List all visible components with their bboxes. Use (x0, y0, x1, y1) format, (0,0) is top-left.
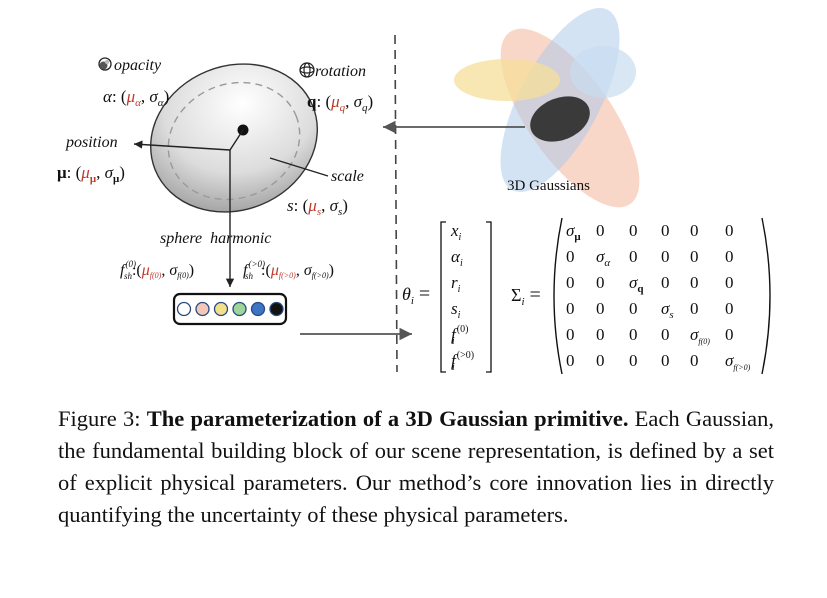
theta-entries: xi αi ri si f(0)i f(>0)i (450, 221, 474, 373)
sigma-cell-0-0: σμ (566, 221, 581, 243)
s-param: s: (μs, σs) (287, 196, 348, 218)
sh-swatch-0 (176, 301, 192, 317)
sigma-cell-4-1: 0 (596, 325, 605, 344)
rotation-label: rotation (315, 63, 366, 80)
theta-entry-5: f(>0)i (451, 350, 474, 373)
caption-label: Figure 3: (58, 406, 147, 431)
scale-group: scale s: (μs, σs) (287, 168, 364, 218)
opacity-label: opacity (114, 57, 162, 74)
sh-swatch-1 (195, 301, 210, 317)
sigma-cell-5-1: 0 (596, 351, 605, 370)
mu-param: μ: (μμ, σμ) (57, 163, 125, 185)
figure-caption: Figure 3: The parameterization of a 3D G… (58, 403, 774, 531)
sigma-cell-2-1: 0 (596, 273, 605, 292)
figure-svg: 3D Gaussians opacity α: (μα, σα) rotat (57, 8, 771, 375)
sh-swatch-3 (232, 301, 247, 317)
sigma-cell-1-1: σα (596, 247, 610, 269)
gaussian-dark (530, 96, 590, 142)
sigma-cell-1-0: 0 (566, 247, 575, 266)
theta-entry-0: xi (450, 221, 462, 243)
theta-entry-2: ri (451, 273, 461, 295)
sigma-cell-0-3: 0 (661, 221, 670, 240)
theta-entry-1: αi (451, 247, 463, 269)
sigma-cell-3-0: 0 (566, 299, 575, 318)
theta-lhs: θi = (402, 283, 430, 307)
theta-entry-4: f(0)i (451, 324, 468, 347)
sigma-cell-5-5: σf(>0) (725, 351, 751, 372)
rotation-group: rotation q: (μq, σq) (299, 62, 373, 114)
sigma-paren-left (553, 217, 563, 375)
theta-bracket-left (440, 221, 446, 373)
sh-label: sphere harmonic (160, 230, 271, 247)
theta-vector: θi = xi αi ri si f(0)i f(>0)i (402, 221, 492, 373)
sigma-cell-0-2: 0 (629, 221, 638, 240)
sigma-cell-3-3: σs (661, 299, 674, 321)
figure-panel: 3D Gaussians opacity α: (μα, σα) rotat (57, 8, 771, 375)
center-to-split (229, 129, 244, 151)
sh-swatches (176, 301, 284, 317)
sigma-cell-2-4: 0 (690, 273, 699, 292)
alpha-param: α: (μα, σα) (103, 87, 169, 109)
sigma-cell-3-5: 0 (725, 299, 734, 318)
sigma-cell-4-5: 0 (725, 325, 734, 344)
fgt0-param: f(>0)sh:(μf(>0), σf(>0)) (243, 259, 334, 281)
theta-bracket-right (486, 221, 492, 373)
sigma-lhs: Σi = (511, 284, 541, 308)
sigma-cell-0-5: 0 (725, 221, 734, 240)
sigma-cell-5-4: 0 (690, 351, 699, 370)
sh-swatch-5 (269, 301, 284, 317)
gaussian-cluster (454, 8, 640, 208)
sigma-cell-3-1: 0 (596, 299, 605, 318)
position-group: position μ: (μμ, σμ) (57, 134, 125, 185)
sigma-cell-1-5: 0 (725, 247, 734, 266)
rotation-icon (299, 62, 315, 78)
sh-coefficient-bar (172, 292, 288, 326)
sigma-cell-3-4: 0 (690, 299, 699, 318)
f0-param: f(0)sh:(μf(0), σf(0)) (120, 259, 194, 281)
dashed-divider (394, 34, 398, 373)
sigma-cell-5-0: 0 (566, 351, 575, 370)
q-param: q: (μq, σq) (307, 92, 373, 114)
sigma-cell-1-2: 0 (629, 247, 638, 266)
sigma-cell-4-3: 0 (661, 325, 670, 344)
sh-swatch-2 (213, 301, 229, 317)
gaussian-yellow (454, 59, 560, 101)
scale-leader (269, 157, 329, 177)
sigma-paren-right (761, 217, 771, 375)
sigma-cell-4-2: 0 (629, 325, 638, 344)
gaussians-3d-label: 3D Gaussians (507, 178, 590, 194)
sigma-cell-1-4: 0 (690, 247, 699, 266)
sigma-cell-2-2: σq (629, 273, 644, 295)
sigma-cell-5-3: 0 (661, 351, 670, 370)
sigma-cell-3-2: 0 (629, 299, 638, 318)
sigma-cell-2-3: 0 (661, 273, 670, 292)
theta-entry-3: si (451, 299, 461, 321)
opacity-group: opacity α: (μα, σα) (98, 57, 169, 109)
sigma-cell-0-4: 0 (690, 221, 699, 240)
sigma-cell-0-1: 0 (596, 221, 605, 240)
position-label: position (65, 134, 118, 151)
sigma-matrix: Σi = σμ 0 0 0 0 0 0 σα 0 0 0 0 0 0 σq 0 0 0 0 0 0 σs 0 0 0 0 0 0 σf(… (511, 217, 771, 375)
sigma-cells: σμ 0 0 0 0 0 0 σα 0 0 0 0 0 0 σq 0 0 0 0 0 0 σs 0 0 0 0 0 0 σf(0) 0 0 0… (566, 221, 751, 372)
position-arrow (133, 140, 231, 151)
sigma-cell-4-4: σf(0) (690, 325, 710, 346)
scale-label: scale (331, 168, 364, 185)
sigma-cell-2-0: 0 (566, 273, 575, 292)
sh-bar-frame (172, 292, 288, 326)
sigma-cell-4-0: 0 (566, 325, 575, 344)
sigma-cell-5-2: 0 (629, 351, 638, 370)
caption-title: The parameterization of a 3D Gaussian pr… (146, 406, 629, 431)
gaussian-blue-small (570, 46, 636, 98)
sigma-cell-2-5: 0 (725, 273, 734, 292)
sh-swatch-4 (250, 301, 266, 317)
opacity-icon (98, 57, 112, 71)
caption-body: Each Gaussian, the fundamental building … (58, 406, 774, 527)
sphere-dashed (167, 81, 301, 201)
sigma-cell-1-3: 0 (661, 247, 670, 266)
gaussian-primitive (133, 63, 329, 287)
